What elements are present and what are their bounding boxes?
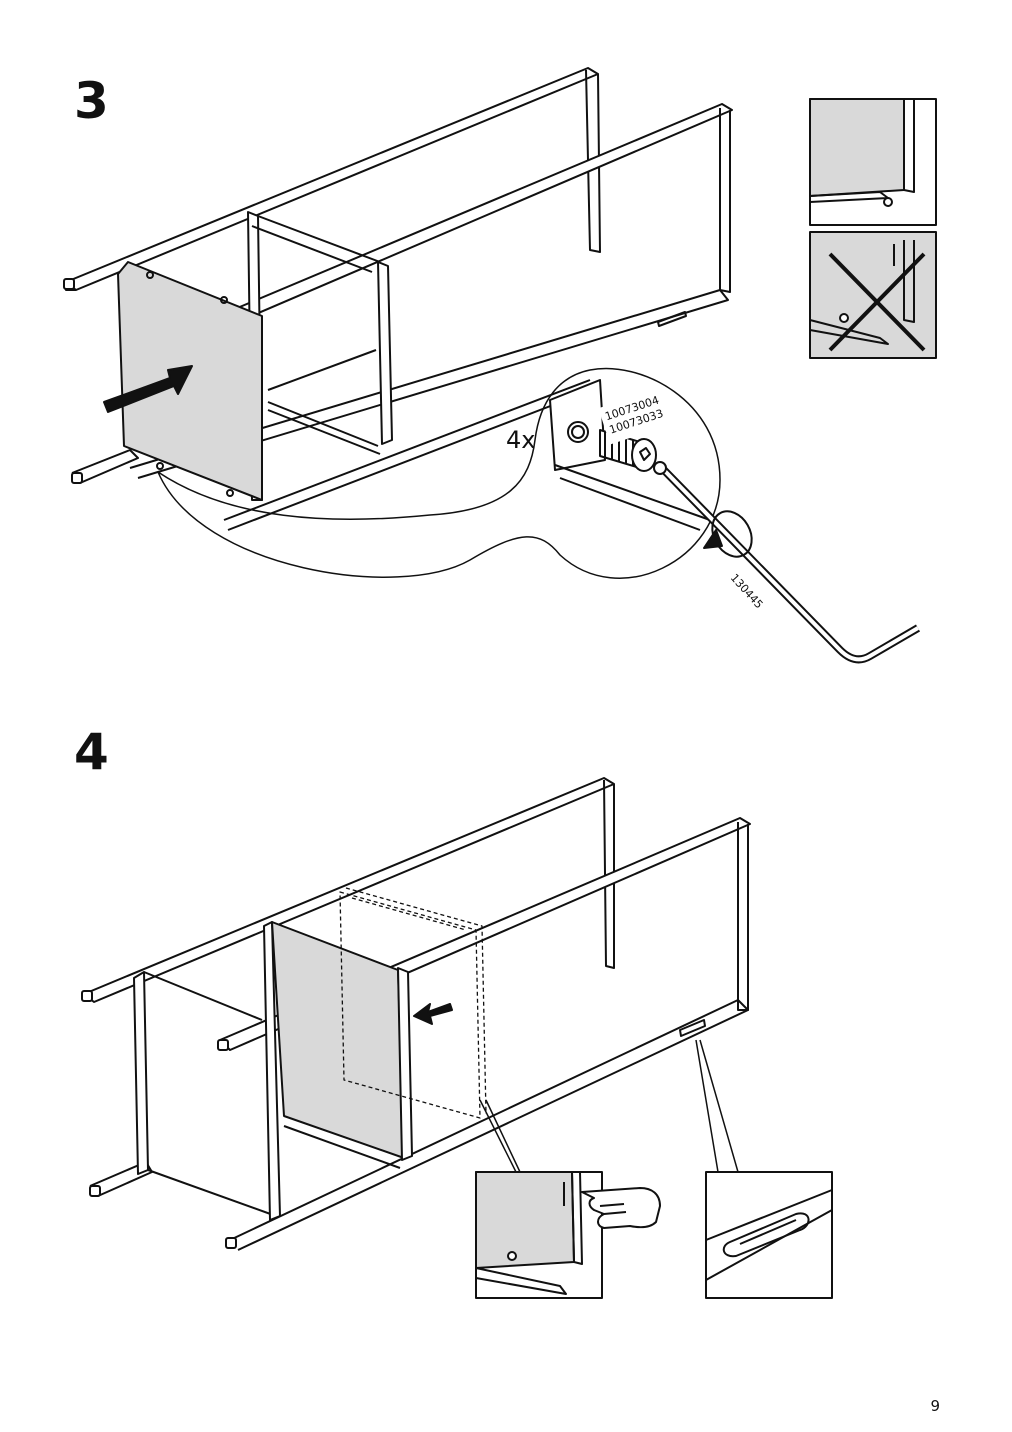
end-panel bbox=[133, 971, 277, 1217]
step-3-number: 3 bbox=[74, 72, 109, 130]
inset-wrong bbox=[809, 231, 937, 359]
step-4-illustration bbox=[81, 777, 833, 1299]
pointing-hand-icon bbox=[581, 1187, 661, 1229]
inset-correct bbox=[809, 98, 937, 226]
arrow-icon bbox=[103, 365, 193, 413]
hex-key-icon bbox=[653, 461, 921, 664]
screw-detail bbox=[549, 379, 711, 531]
inset-edge-detail bbox=[475, 1171, 661, 1299]
callout-outline bbox=[157, 367, 721, 579]
inset-slot-detail bbox=[705, 1171, 833, 1299]
ghost-panel bbox=[339, 887, 487, 1119]
wrong-x-icon bbox=[828, 252, 926, 352]
divider-panel bbox=[263, 921, 413, 1221]
page-number: 9 bbox=[930, 1397, 940, 1415]
tool-number: 130445 bbox=[728, 571, 766, 611]
arrow-icon-4 bbox=[413, 1003, 453, 1025]
rotation-arrow-icon bbox=[703, 510, 753, 558]
step-4-number: 4 bbox=[74, 723, 109, 781]
side-panel bbox=[117, 261, 263, 501]
quantity-label: 4x bbox=[506, 426, 535, 454]
step-3-illustration bbox=[63, 67, 937, 664]
